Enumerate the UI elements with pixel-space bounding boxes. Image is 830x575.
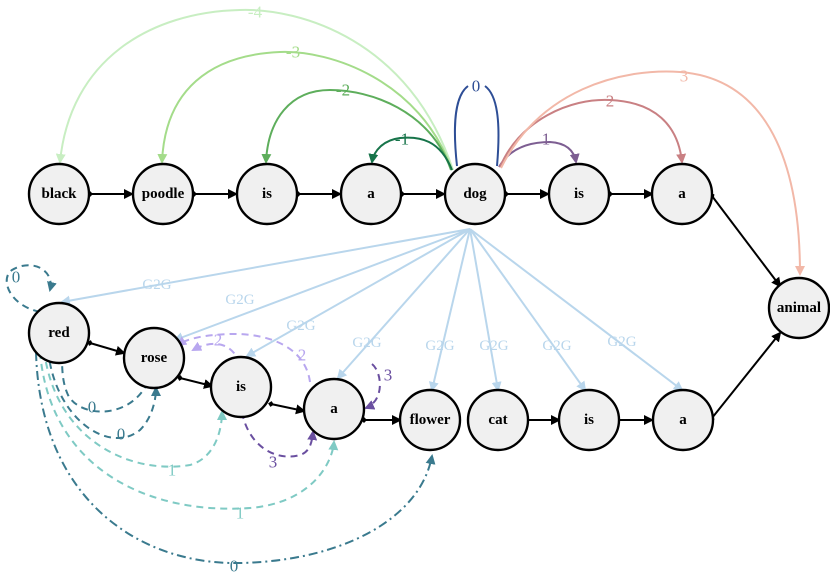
edge-1 <box>498 140 580 168</box>
label-2: 2 <box>606 92 615 111</box>
chain-a2-animal <box>709 193 782 288</box>
g2g-edge-is <box>245 228 471 357</box>
edge-2 <box>499 98 687 168</box>
edge-rose-red-inner <box>57 350 149 413</box>
g2g-edge-is2 <box>469 228 587 392</box>
bottom-dashed-labels: 0 0 0 1 1 0 2 2 3 3 <box>12 268 393 575</box>
node-rose-label: rose <box>141 350 168 366</box>
edge-red-flower <box>35 351 436 565</box>
node-is-top: is <box>235 162 299 226</box>
label-red-is: 1 <box>168 461 177 480</box>
edge-is-a-bottom <box>241 411 318 458</box>
g2g-label-a2: G2G <box>607 334 636 350</box>
edge-neg1 <box>368 136 453 171</box>
label-1: 1 <box>542 130 551 149</box>
label-a-self: 3 <box>384 366 393 385</box>
edge-neg4 <box>55 8 454 171</box>
node-flower-label: flower <box>410 412 451 428</box>
edge-red-a <box>39 351 339 510</box>
node-is-bottom-label: is <box>236 379 246 395</box>
node-a-top-label: a <box>367 186 375 202</box>
label-0-top: 0 <box>472 77 481 96</box>
node-a-bottom: a <box>302 377 366 441</box>
edge-neg2 <box>261 88 452 171</box>
node-black: black <box>27 162 91 226</box>
edge-neg3 <box>157 50 453 171</box>
node-poodle-label: poodle <box>142 186 185 202</box>
label-neg1: -1 <box>395 130 409 149</box>
node-animal-label: animal <box>777 300 821 316</box>
g2g-edge-a2 <box>469 228 684 392</box>
bottom-dashed-edges <box>5 264 436 565</box>
node-a-bottom2: a <box>651 388 715 452</box>
edge-red-rose-outer <box>47 349 161 440</box>
node-red-label: red <box>48 325 70 341</box>
node-a-top2: a <box>650 162 714 226</box>
node-poodle: poodle <box>131 162 195 226</box>
node-dog: dog <box>443 162 507 226</box>
label-rose-red2: 0 <box>117 425 126 444</box>
edge-red-self <box>5 264 57 313</box>
node-is-top2: is <box>547 162 611 226</box>
node-a-top2-label: a <box>678 186 686 202</box>
chain-is-a-b <box>268 401 306 415</box>
label-red-self: 0 <box>12 268 21 287</box>
node-is-bottom2-label: is <box>584 412 594 428</box>
label-rose-red: 0 <box>88 398 97 417</box>
node-black-label: black <box>41 186 77 202</box>
g2g-label-is2: G2G <box>542 338 571 354</box>
edge-rose-is-top <box>176 332 311 383</box>
node-cat: cat <box>466 388 530 452</box>
node-flower: flower <box>398 388 462 452</box>
label-rose-is-2b: 2 <box>298 346 307 365</box>
g2g-label-rose: G2G <box>225 292 254 308</box>
node-is-top-label: is <box>262 186 272 202</box>
edge-a-self <box>364 363 381 410</box>
g2g-labels: G2G G2G G2G G2G G2G G2G G2G G2G <box>142 277 636 354</box>
g2g-label-is: G2G <box>286 318 315 334</box>
node-is-top2-label: is <box>574 186 584 202</box>
edge-0-right <box>484 85 500 167</box>
g2g-label-flower: G2G <box>425 338 454 354</box>
label-red-flower: 0 <box>230 557 239 575</box>
top-relative-edges <box>55 8 805 276</box>
label-3: 3 <box>680 67 689 86</box>
chain-a-b2-animal <box>709 331 782 421</box>
node-is-bottom: is <box>209 355 273 419</box>
edge-0-left <box>453 85 469 167</box>
g2g-edge-rose <box>173 228 471 342</box>
g2g-label-red: G2G <box>142 277 171 293</box>
node-a-bottom2-label: a <box>679 412 687 428</box>
label-rose-is-2a: 2 <box>214 331 223 350</box>
g2g-edge-red <box>60 228 471 306</box>
g2g-edge-cat <box>469 228 502 392</box>
chain-red-rose <box>87 340 126 356</box>
label-is-a-3: 3 <box>269 453 278 472</box>
node-dog-label: dog <box>463 186 487 202</box>
label-red-a: 1 <box>236 504 245 523</box>
g2g-edge-flower <box>428 228 471 392</box>
node-animal: animal <box>767 276 830 340</box>
g2g-label-a: G2G <box>352 335 381 351</box>
node-a-bottom-label: a <box>330 401 338 417</box>
g2g-edge-a <box>336 228 471 380</box>
top-relative-labels: -4 -3 -2 -1 0 1 2 3 <box>248 3 688 149</box>
node-rose: rose <box>122 326 186 390</box>
node-a-top: a <box>339 162 403 226</box>
g2g-edges <box>60 228 684 392</box>
label-neg3: -3 <box>286 43 300 62</box>
node-red: red <box>27 301 91 365</box>
node-is-bottom2: is <box>557 388 621 452</box>
chain-rose-is <box>177 375 214 389</box>
edge-3 <box>500 70 805 276</box>
label-neg2: -2 <box>336 81 350 100</box>
g2g-label-cat: G2G <box>479 338 508 354</box>
label-neg4: -4 <box>248 3 263 22</box>
chain-edges <box>87 189 782 425</box>
node-cat-label: cat <box>488 412 507 428</box>
